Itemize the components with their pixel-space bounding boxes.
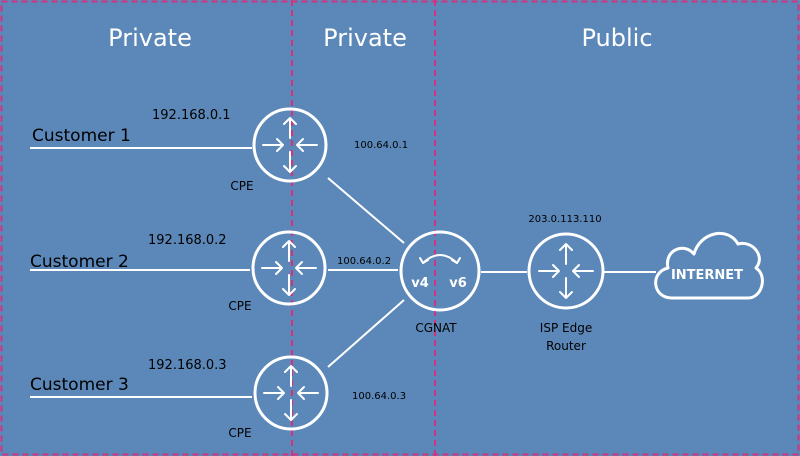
cpe-2-label: CPE	[228, 299, 251, 313]
cpe-1-label: CPE	[230, 179, 253, 193]
internet-cloud-icon	[654, 232, 764, 300]
internet-label: INTERNET	[671, 268, 743, 283]
customer-1-lan-ip: 192.168.0.1	[152, 108, 231, 123]
cpe-2-wan-ip: 100.64.0.2	[337, 256, 391, 267]
cgnat-device-icon	[399, 230, 481, 312]
edge-router-label-line2: Router	[546, 339, 586, 353]
cpe-3-wan-ip: 100.64.0.3	[352, 391, 406, 402]
zone-title-private-carrier: Private	[323, 24, 407, 52]
cgnat-v6-tag: v6	[449, 276, 467, 291]
customer-2-lan-ip: 192.168.0.2	[148, 233, 227, 248]
zone-title-public: Public	[581, 24, 652, 52]
cgnat-v4-tag: v4	[411, 276, 429, 291]
zone-title-private-customer: Private	[108, 24, 192, 52]
customer-2-label: Customer 2	[30, 252, 129, 272]
edge-router-label-line1: ISP Edge	[540, 321, 592, 335]
cpe-1-router-icon	[252, 107, 328, 183]
customer-3-label: Customer 3	[30, 375, 129, 395]
cpe-3-label: CPE	[228, 426, 251, 440]
customer-1-label: Customer 1	[32, 126, 131, 146]
edge-router-ip: 203.0.113.110	[528, 214, 601, 225]
cgnat-label: CGNAT	[415, 321, 457, 335]
cpe-1-to-cgnat-link	[327, 177, 405, 244]
cpe-3-router-icon	[253, 355, 329, 431]
edge-router-icon	[527, 232, 605, 310]
customer-3-lan-ip: 192.168.0.3	[148, 358, 227, 373]
cpe-1-wan-ip: 100.64.0.1	[354, 140, 408, 151]
cpe-2-router-icon	[251, 230, 327, 306]
cpe-3-to-cgnat-link	[327, 299, 405, 368]
